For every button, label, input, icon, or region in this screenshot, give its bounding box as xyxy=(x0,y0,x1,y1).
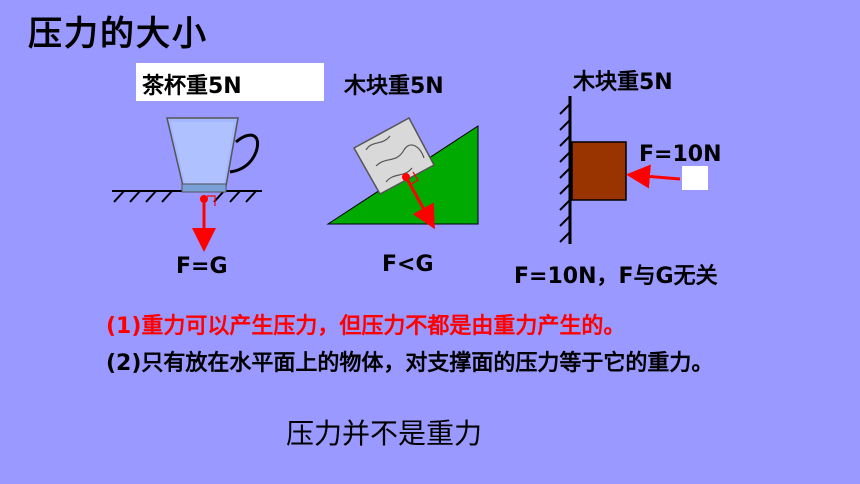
cup-ground-hatching xyxy=(113,190,257,203)
cup-base xyxy=(181,183,227,193)
wood-grain xyxy=(365,135,425,183)
cup-handle xyxy=(229,133,259,174)
cup-label-background xyxy=(136,63,324,101)
wall-wood-block xyxy=(571,141,627,201)
page-title: 压力的大小 xyxy=(28,14,208,54)
wall-diagram xyxy=(559,96,681,244)
incline-diagram xyxy=(326,116,479,230)
conclusion-text: 压力并不是重力 xyxy=(286,417,483,450)
wall-hatching xyxy=(559,103,571,243)
incline-block-weight-label: 木块重5N xyxy=(344,74,444,99)
cup-diagram xyxy=(112,117,262,252)
incline-force-arrow xyxy=(404,176,435,230)
incline-force-relation: F<G xyxy=(382,252,434,277)
note-line-2: (2)只有放在水平面上的物体，对支撑面的压力等于它的重力。 xyxy=(106,351,714,376)
cup-weight-label: 茶杯重5N xyxy=(142,74,242,99)
wall-applied-force-arrow xyxy=(626,164,681,189)
wood-block xyxy=(352,116,436,196)
wall-force-relation: F=10N，F与G无关 xyxy=(514,264,718,289)
applied-force-label: F=10N xyxy=(639,142,722,167)
note-line-1: (1)重力可以产生压力，但压力不都是由重力产生的。 xyxy=(106,314,626,339)
applied-force-label-background xyxy=(682,166,708,190)
cup-force-relation: F=G xyxy=(176,254,228,279)
wall-block-weight-label: 木块重5N xyxy=(573,70,673,95)
